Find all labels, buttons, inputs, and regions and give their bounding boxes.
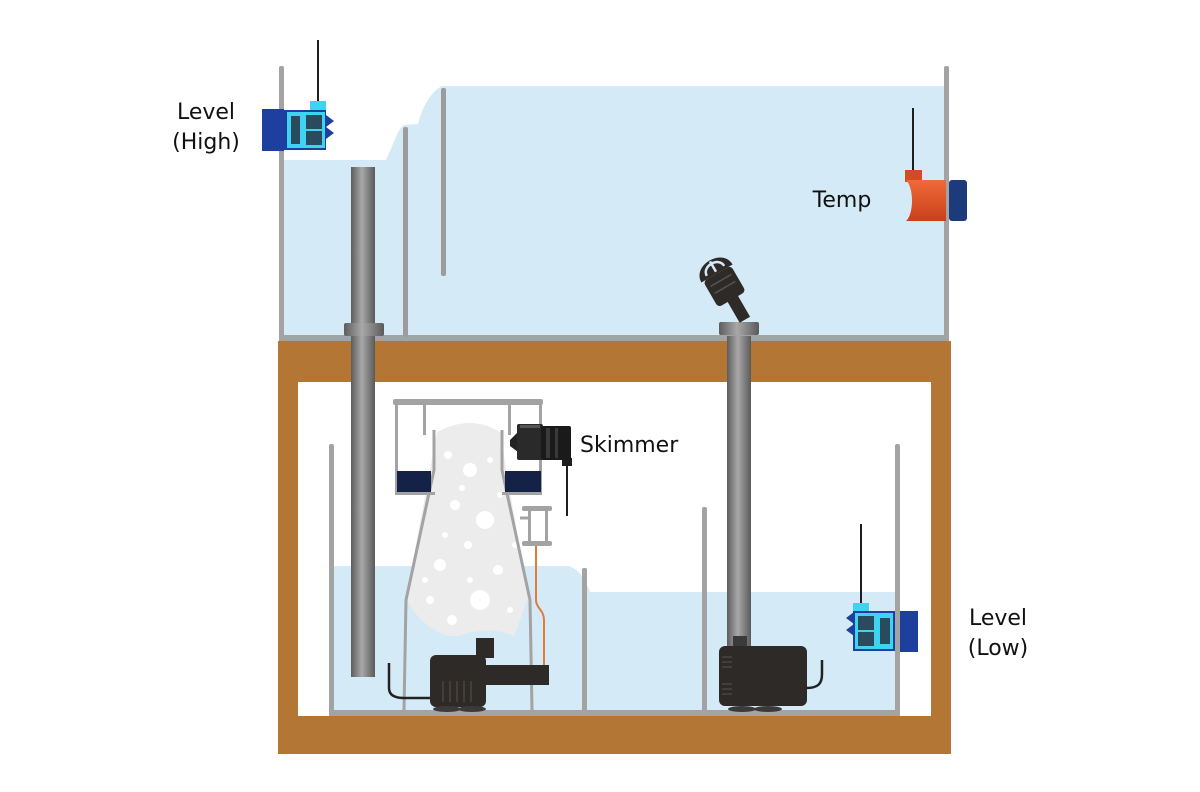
level-sensor-high-icon [262,40,334,151]
overflow-drain-pipe [344,167,384,677]
label-level-high: Level (High) [172,100,240,155]
skimmer-sensor-icon [510,424,572,516]
skimmer-wire [535,546,545,666]
skimmer-foam [406,423,528,636]
temp-sensor-icon [905,108,967,221]
return-pump-icon [719,636,824,712]
skimmate-right [505,471,541,493]
protein-skimmer [393,399,552,711]
label-skimmer: Skimmer [580,433,679,458]
return-nozzle-icon [699,257,751,323]
skimmer-pump-icon [387,638,549,712]
display-water [283,86,946,336]
label-temp: Temp [812,188,872,213]
return-pipe [719,322,759,646]
level-sensor-low-icon [846,524,918,652]
label-level-low: Level (Low) [967,606,1029,661]
skimmate-left [397,471,431,493]
